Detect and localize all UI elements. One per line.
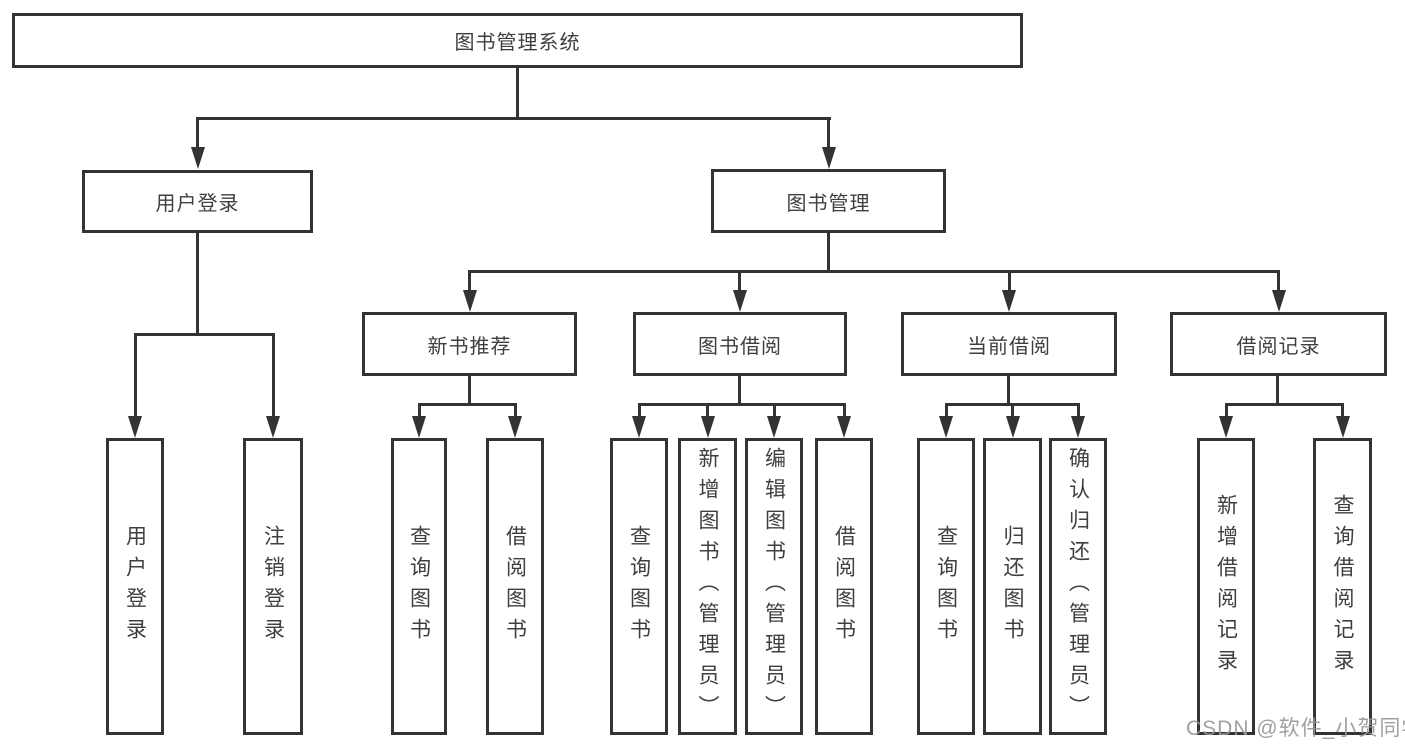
leaf-label: 注销登录 <box>261 524 285 649</box>
leaf-label: 用户登录 <box>123 524 147 649</box>
connector-line <box>738 270 741 293</box>
connector-line <box>516 68 519 118</box>
node-new-book-recommend: 新书推荐 <box>362 312 577 376</box>
arrowhead-down <box>412 416 426 438</box>
connector-line <box>1077 403 1080 418</box>
arrowhead-down <box>701 416 715 438</box>
leaf-label: 新增借阅记录 <box>1214 493 1238 680</box>
connector-line <box>514 403 517 418</box>
connector-line <box>134 333 137 418</box>
leaf-borrow-books: 借阅图书 <box>815 438 873 735</box>
node-borrow-records: 借阅记录 <box>1170 312 1387 376</box>
leaf-query-books-current: 查询图书 <box>917 438 975 735</box>
leaf-label: 查询图书 <box>934 524 958 649</box>
connector-line <box>468 376 471 405</box>
node-label: 用户登录 <box>155 193 240 215</box>
arrowhead-down <box>508 416 522 438</box>
connector-line <box>196 117 199 150</box>
node-book-management: 图书管理 <box>711 169 946 233</box>
node-current-borrow: 当前借阅 <box>901 312 1117 376</box>
connector-line <box>827 233 830 273</box>
arrowhead-down <box>1336 416 1350 438</box>
leaf-label: 借阅图书 <box>832 524 856 649</box>
leaf-confirm-return-admin: 确认归还（管理员） <box>1049 438 1107 735</box>
connector-line <box>272 333 275 418</box>
connector-line <box>468 270 1280 273</box>
leaf-label: 编辑图书（管理员） <box>762 447 786 726</box>
connector-line <box>706 403 709 418</box>
connector-line <box>418 403 421 418</box>
arrowhead-down <box>767 416 781 438</box>
node-label: 图书管理系统 <box>454 32 581 54</box>
connector-line <box>773 403 776 418</box>
connector-line <box>418 403 517 406</box>
arrowhead-down <box>1006 416 1020 438</box>
leaf-label: 归还图书 <box>1001 524 1024 649</box>
arrowhead-down <box>463 290 477 312</box>
arrowhead-down <box>822 147 836 169</box>
arrowhead-down <box>1071 416 1085 438</box>
connector-line <box>1011 403 1014 418</box>
leaf-add-books-admin: 新增图书（管理员） <box>678 438 737 735</box>
leaf-label: 借阅图书 <box>503 524 527 649</box>
connector-line <box>1225 403 1344 406</box>
node-label: 当前借阅 <box>967 335 1051 358</box>
leaf-label: 查询图书 <box>627 524 651 649</box>
leaf-user-login: 用户登录 <box>106 438 164 735</box>
leaf-label: 查询图书 <box>407 524 431 649</box>
arrowhead-down <box>1272 290 1286 312</box>
leaf-edit-books-admin: 编辑图书（管理员） <box>745 438 803 735</box>
arrowhead-down <box>266 416 280 438</box>
leaf-label: 查询借阅记录 <box>1331 493 1354 680</box>
connector-line <box>638 403 641 418</box>
leaf-query-borrow-record: 查询借阅记录 <box>1313 438 1372 735</box>
arrowhead-down <box>632 416 646 438</box>
node-user-login: 用户登录 <box>82 170 313 233</box>
arrowhead-down <box>128 416 142 438</box>
connector-line <box>196 117 831 120</box>
connector-line <box>1341 403 1344 418</box>
node-label: 借阅记录 <box>1236 335 1321 358</box>
leaf-borrow-books-recommend: 借阅图书 <box>486 438 544 735</box>
arrowhead-down <box>1002 290 1016 312</box>
arrowhead-down <box>733 290 747 312</box>
connector-line <box>738 376 741 405</box>
connector-line <box>843 403 846 418</box>
leaf-label: 确认归还（管理员） <box>1066 447 1090 726</box>
arrowhead-down <box>837 416 851 438</box>
connector-line <box>827 117 830 150</box>
node-library-management-system: 图书管理系统 <box>12 13 1023 68</box>
connector-line <box>1225 403 1228 418</box>
connector-line <box>196 233 199 334</box>
connector-line <box>1277 270 1280 293</box>
node-label: 图书管理 <box>786 192 871 215</box>
node-label: 图书借阅 <box>698 335 782 358</box>
arrowhead-down <box>939 416 953 438</box>
leaf-add-borrow-record: 新增借阅记录 <box>1197 438 1255 735</box>
connector-line <box>945 403 948 418</box>
leaf-label: 新增图书（管理员） <box>696 447 719 726</box>
node-label: 新书推荐 <box>427 335 512 358</box>
connector-line <box>1276 376 1279 405</box>
node-book-borrow: 图书借阅 <box>633 312 847 376</box>
leaf-logout: 注销登录 <box>243 438 303 735</box>
connector-line <box>134 333 275 336</box>
connector-line <box>1008 270 1011 293</box>
connector-line <box>638 403 845 406</box>
connector-line <box>468 270 471 293</box>
leaf-query-books-recommend: 查询图书 <box>391 438 447 735</box>
arrowhead-down <box>191 147 205 169</box>
connector-line <box>1007 376 1010 405</box>
leaf-return-books: 归还图书 <box>983 438 1042 735</box>
csdn-watermark: CSDN @软件_小贺同学 <box>1186 717 1405 740</box>
arrowhead-down <box>1219 416 1233 438</box>
leaf-query-books-borrow: 查询图书 <box>610 438 668 735</box>
